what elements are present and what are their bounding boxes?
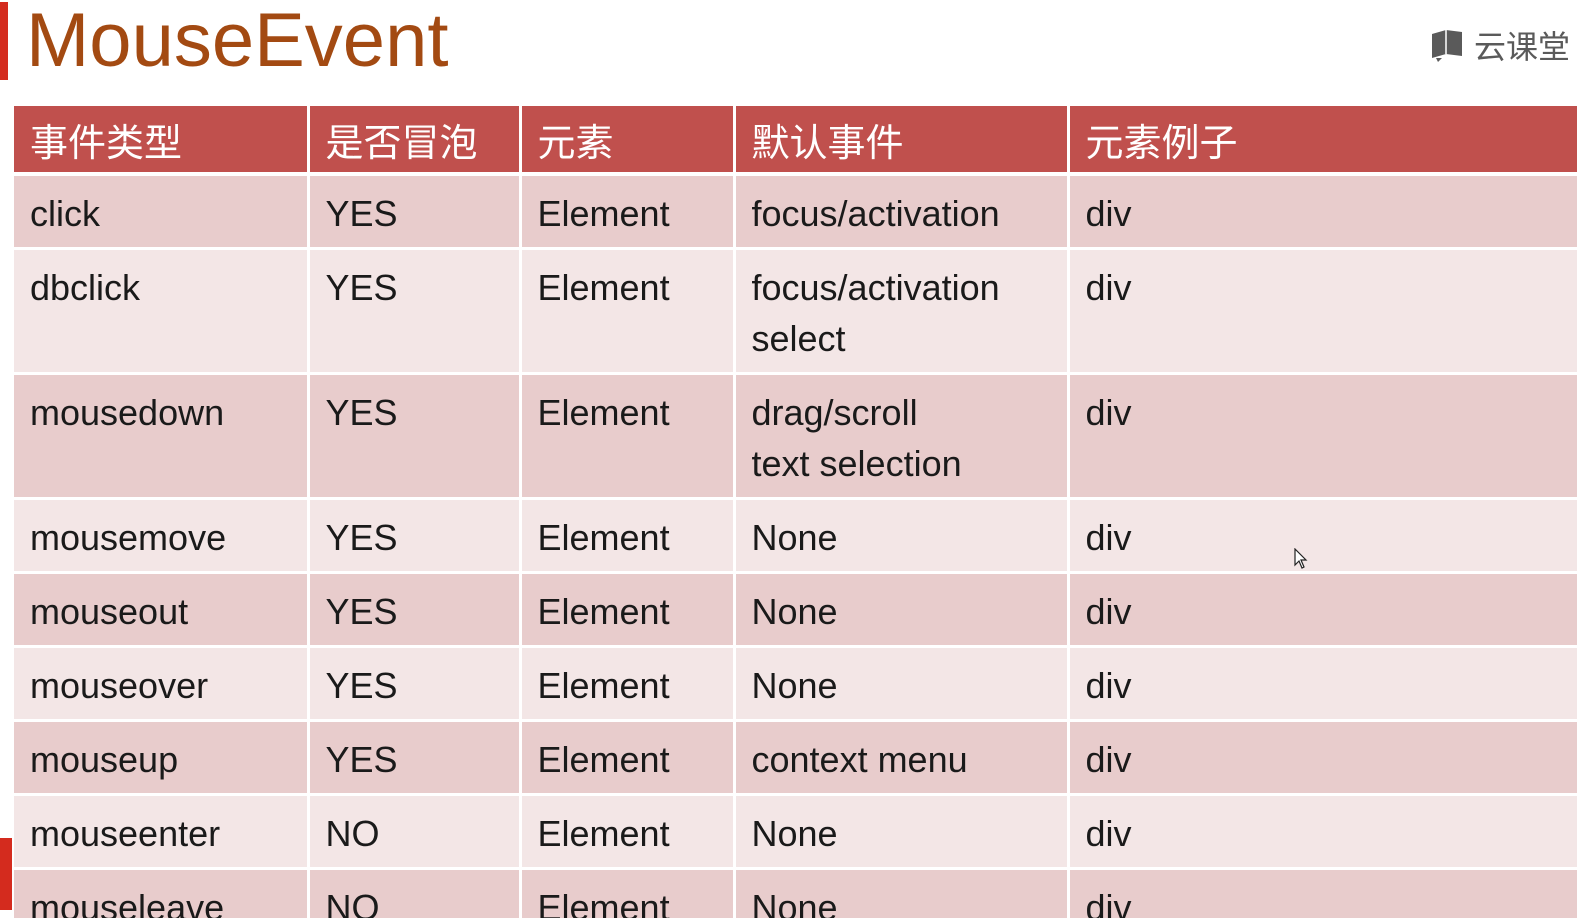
table-header-row: 事件类型 是否冒泡 元素 默认事件 元素例子: [14, 106, 1578, 176]
cell-event-type: mouseenter: [14, 794, 310, 870]
cell-element: Element: [520, 646, 736, 722]
cell-event-type: click: [14, 174, 310, 250]
cell-element: Element: [520, 572, 736, 648]
table-row: mouseleave NO Element None div: [14, 868, 1578, 918]
header-bubbles: 是否冒泡: [308, 106, 522, 176]
bottom-accent-bar: [0, 838, 12, 910]
book-icon: [1432, 30, 1462, 62]
cell-element-example: div: [1068, 720, 1578, 796]
cell-bubbles: NO: [308, 868, 522, 918]
table-row: click YES Element focus/activation div: [14, 174, 1578, 250]
cell-element: Element: [520, 720, 736, 796]
cell-bubbles: YES: [308, 498, 522, 574]
cell-element-example: div: [1068, 498, 1578, 574]
cell-bubbles: YES: [308, 572, 522, 648]
cell-element-example: div: [1068, 248, 1578, 375]
mouse-event-table: 事件类型 是否冒泡 元素 默认事件 元素例子 click YES Element…: [14, 106, 1578, 918]
cell-event-type: mouseover: [14, 646, 310, 722]
cell-element: Element: [520, 373, 736, 500]
cell-element-example: div: [1068, 373, 1578, 500]
cell-event-type: mousemove: [14, 498, 310, 574]
cell-default-action: None: [734, 646, 1070, 722]
cell-element: Element: [520, 174, 736, 250]
cell-default-action: None: [734, 572, 1070, 648]
cell-default-action: None: [734, 794, 1070, 870]
header-element-example: 元素例子: [1068, 106, 1578, 176]
cell-default-action: drag/scroll text selection: [734, 373, 1070, 500]
mouse-cursor-icon: [1294, 548, 1308, 569]
table-row: mouseout YES Element None div: [14, 572, 1578, 648]
cell-default-action: None: [734, 498, 1070, 574]
cell-element: Element: [520, 868, 736, 918]
cell-element: Element: [520, 794, 736, 870]
table-row: mouseenter NO Element None div: [14, 794, 1578, 870]
table-row: mouseover YES Element None div: [14, 646, 1578, 722]
table-row: mouseup YES Element context menu div: [14, 720, 1578, 796]
cell-bubbles: YES: [308, 248, 522, 375]
cell-element: Element: [520, 248, 736, 375]
cell-event-type: mouseout: [14, 572, 310, 648]
header-event-type: 事件类型: [14, 106, 310, 176]
table-row: mousedown YES Element drag/scroll text s…: [14, 373, 1578, 500]
cell-bubbles: YES: [308, 174, 522, 250]
cell-event-type: mouseup: [14, 720, 310, 796]
table-row: mousemove YES Element None div: [14, 498, 1578, 574]
cell-bubbles: YES: [308, 720, 522, 796]
cell-element-example: div: [1068, 794, 1578, 870]
cell-event-type: mousedown: [14, 373, 310, 500]
cell-default-action: context menu: [734, 720, 1070, 796]
cell-bubbles: YES: [308, 373, 522, 500]
cell-element-example: div: [1068, 868, 1578, 918]
header-default-action: 默认事件: [734, 106, 1070, 176]
logo-text: 云课堂: [1474, 28, 1571, 66]
cell-element-example: div: [1068, 572, 1578, 648]
slide-title: MouseEvent: [26, 0, 449, 83]
cell-element: Element: [520, 498, 736, 574]
cell-event-type: mouseleave: [14, 868, 310, 918]
header-element: 元素: [520, 106, 736, 176]
logo: 云课堂: [1428, 24, 1570, 66]
cell-default-action: focus/activation select: [734, 248, 1070, 375]
cell-bubbles: NO: [308, 794, 522, 870]
cell-bubbles: YES: [308, 646, 522, 722]
cell-element-example: div: [1068, 646, 1578, 722]
cell-event-type: dbclick: [14, 248, 310, 375]
cell-default-action: focus/activation: [734, 174, 1070, 250]
table-row: dbclick YES Element focus/activation sel…: [14, 248, 1578, 375]
cell-default-action: None: [734, 868, 1070, 918]
title-accent-bar: [0, 2, 8, 80]
cell-element-example: div: [1068, 174, 1578, 250]
